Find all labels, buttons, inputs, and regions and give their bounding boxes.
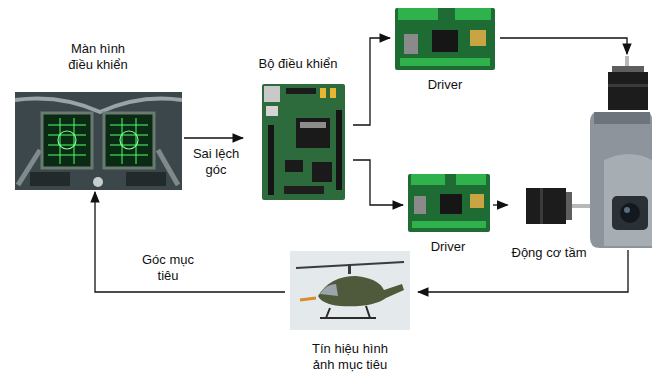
signal-wire: [500, 38, 627, 54]
motor-icon: [540, 188, 543, 224]
driver-board: [470, 30, 486, 46]
helicopter-photo: [318, 276, 404, 306]
driver-board: [412, 221, 486, 228]
controller-board: [336, 110, 342, 190]
motor-icon: [612, 66, 644, 72]
motor-node: Động cơ tầm: [508, 180, 591, 262]
driver-node: Driver: [390, 4, 500, 94]
node-label: Màn hình điều khiển: [55, 40, 141, 75]
helicopter-photo: [290, 251, 410, 330]
edge-label: Góc mục tiêu: [130, 252, 206, 285]
helicopter-photo: [320, 306, 376, 318]
gimbal-camera: [624, 207, 630, 213]
motor-icon: [526, 188, 566, 224]
gimbal-camera: [612, 196, 648, 230]
driver-board: [408, 174, 490, 232]
helicopter-photo: [320, 284, 338, 296]
gimbal-camera: [594, 112, 650, 124]
gimbal-camera: [620, 203, 640, 223]
motor-icon: [608, 56, 648, 110]
gimbal-camera: [590, 112, 652, 248]
controller-board: [286, 88, 316, 94]
driver-board: [455, 8, 491, 20]
driver-board: [411, 174, 445, 185]
motor-icon: [608, 72, 648, 110]
helicopter-photo: [290, 251, 410, 330]
display-photo: [93, 177, 103, 187]
display-photo: [58, 131, 76, 149]
display-photo: [15, 92, 182, 190]
controller-board: [264, 86, 280, 102]
display-photo: [120, 131, 138, 149]
motor-icon: [572, 204, 590, 208]
driver-board: [456, 174, 486, 185]
driver-board: [395, 8, 495, 70]
signal-arrow: [353, 38, 390, 125]
controller-board: [268, 125, 274, 195]
controller-board: [320, 88, 326, 98]
gimbal-camera: [604, 154, 652, 246]
controller-board: [296, 118, 330, 148]
helicopter-photo: [300, 298, 316, 300]
node-label: Driver: [429, 238, 468, 256]
motor-icon: [566, 192, 572, 220]
display-photo: [42, 113, 92, 168]
signal-arrow: [493, 204, 508, 205]
controller-board: [284, 186, 324, 194]
node-label: Tín hiệu hình ảnh mục tiêu: [300, 340, 400, 375]
driver-board: [440, 194, 462, 214]
driver-board: [408, 174, 490, 232]
motor-icon: [526, 188, 590, 224]
driver-board: [395, 8, 495, 70]
display-photo: [110, 118, 148, 164]
driver-board: [470, 194, 484, 208]
driver-node: Driver: [403, 170, 493, 256]
display-photo: [48, 118, 86, 164]
controller-board: [262, 84, 345, 200]
gimbal-camera: [590, 112, 652, 248]
display-photo: [104, 113, 154, 168]
helicopter-photo: [348, 264, 351, 274]
edge-label: Sai lệch góc: [186, 146, 246, 179]
signal-arrow: [95, 192, 285, 292]
controller-board: [262, 84, 345, 200]
controller-board: [330, 88, 336, 98]
display-photo: [15, 92, 182, 190]
display-photo: [15, 99, 182, 113]
controller-board: [300, 122, 326, 128]
driver-board: [398, 8, 438, 20]
node-label: Driver: [426, 76, 465, 94]
driver-board: [414, 196, 426, 214]
motor-icon: [608, 84, 648, 87]
node-label: Động cơ tầm: [510, 244, 589, 262]
target-image-node: Tín hiệu hình ảnh mục tiêu: [285, 248, 415, 374]
driver-board: [404, 34, 418, 54]
display-photo: [126, 172, 166, 186]
signal-arrow: [353, 160, 403, 205]
controller-board: [285, 160, 303, 172]
node-label: Bộ điều khiển: [257, 55, 340, 73]
display-node: Màn hình điều khiển: [12, 40, 184, 192]
display-photo: [30, 172, 70, 186]
controller-board: [266, 106, 278, 116]
driver-board: [432, 30, 458, 52]
controller-node: Bộ điều khiển: [243, 55, 353, 203]
controller-board: [312, 162, 332, 182]
signal-arrow: [184, 137, 243, 138]
driver-board: [400, 58, 490, 66]
